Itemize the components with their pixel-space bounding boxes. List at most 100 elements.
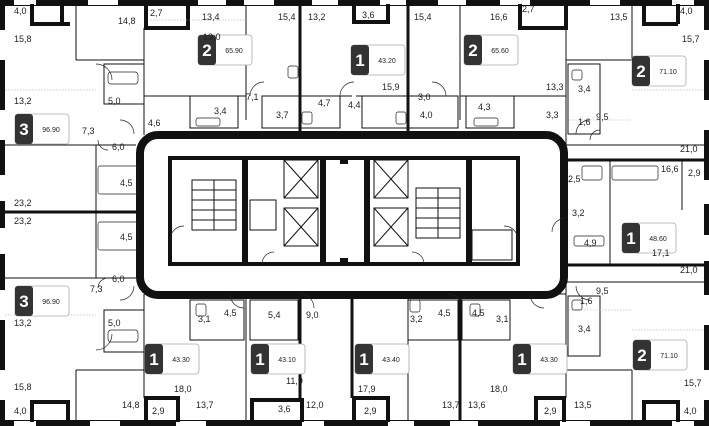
room-area-label: 7,3 — [82, 126, 95, 136]
room-area-label: 4,7 — [318, 98, 331, 108]
room-area-label: 5,0 — [108, 318, 121, 328]
room-count: 2 — [468, 41, 477, 60]
elevator-icon — [373, 207, 409, 247]
room-area-label: 3,0 — [418, 92, 431, 102]
room-area-label: 4,5 — [472, 308, 485, 318]
room-area-label: 13,0 — [203, 32, 221, 42]
room-area-label: 4,5 — [438, 308, 451, 318]
room-area-label: 21,0 — [680, 265, 698, 275]
room-area-label: 23,2 — [14, 198, 32, 208]
room-area-label: 2,9 — [152, 406, 165, 416]
unit-total-area: 48.60 — [649, 236, 667, 243]
room-area-label: 3,4 — [578, 324, 591, 334]
room-area-label: 2,5 — [568, 174, 581, 184]
room-area-label: 3,2 — [572, 208, 585, 218]
room-area-label: 3,2 — [410, 314, 423, 324]
fixtures — [95, 63, 659, 351]
room-area-label: 4,5 — [224, 308, 237, 318]
room-area-label: 7,3 — [90, 284, 103, 294]
room-area-label: 16,6 — [490, 12, 508, 22]
room-area-label: 4,5 — [120, 232, 133, 242]
room-area-label: 13,7 — [196, 400, 214, 410]
room-area-label: 16,6 — [661, 164, 679, 174]
room-area-label: 3,1 — [496, 314, 509, 324]
room-area-label: 13,6 — [468, 400, 486, 410]
room-area-label: 4,3 — [478, 102, 491, 112]
room-count-box — [15, 114, 33, 144]
room-area-label: 15,8 — [14, 382, 32, 392]
room-count-box — [15, 286, 33, 316]
room-area-label: 7,1 — [246, 92, 259, 102]
room-area-label: 15,7 — [682, 34, 700, 44]
room-area-label: 4,9 — [584, 238, 597, 248]
room-area-label: 5,0 — [108, 96, 121, 106]
room-area-label: 23,2 — [14, 216, 32, 226]
room-area-label: 4,0 — [684, 406, 697, 416]
room-count: 1 — [255, 350, 264, 369]
room-area-label: 4,0 — [14, 406, 27, 416]
room-area-label: 6,0 — [112, 274, 125, 284]
room-area-label: 17,1 — [652, 248, 670, 258]
unit-total-area: 65.60 — [491, 48, 509, 55]
room-area-label: 2,9 — [544, 406, 557, 416]
room-count-box — [351, 45, 369, 75]
room-area-label: 21,0 — [680, 144, 698, 154]
unit-total-area: 43.40 — [382, 357, 400, 364]
room-area-label: 18,0 — [174, 384, 192, 394]
room-area-label: 3,6 — [362, 10, 375, 20]
room-count: 3 — [19, 292, 28, 311]
stair-icon — [415, 187, 461, 239]
room-area-label: 2,9 — [688, 168, 701, 178]
room-area-label: 18,0 — [490, 384, 508, 394]
room-area-label: 4,0 — [14, 6, 27, 16]
room-area-label: 3,1 — [198, 314, 211, 324]
unit-total-area: 71.10 — [660, 353, 678, 360]
room-count-box — [622, 223, 640, 253]
room-area-label: 1,6 — [578, 117, 591, 127]
room-area-label: 4,4 — [348, 100, 361, 110]
room-area-label: 4,0 — [680, 6, 693, 16]
room-area-label: 13,5 — [574, 400, 592, 410]
room-count: 1 — [626, 229, 635, 248]
room-area-label: 3,7 — [276, 110, 289, 120]
room-area-label: 4,6 — [148, 118, 161, 128]
room-count: 2 — [636, 62, 645, 81]
room-area-label: 9,0 — [306, 310, 319, 320]
room-area-label: 15,4 — [278, 12, 296, 22]
room-area-label: 15,9 — [382, 82, 400, 92]
unit-total-area: 96.90 — [42, 299, 60, 306]
unit-total-area: 65.90 — [225, 48, 243, 55]
room-area-label: 3,6 — [278, 404, 291, 414]
room-area-label: 1,6 — [580, 296, 593, 306]
room-count-box — [251, 344, 269, 374]
room-area-label: 3,3 — [546, 110, 559, 120]
unit-total-area: 43.30 — [540, 357, 558, 364]
room-area-label: 17,9 — [358, 384, 376, 394]
stair-icon — [191, 179, 237, 231]
room-area-label: 4,5 — [120, 178, 133, 188]
room-area-label: 4,0 — [420, 110, 433, 120]
room-area-label: 11,9 — [286, 376, 303, 386]
room-count: 1 — [517, 350, 526, 369]
room-count-box — [145, 344, 163, 374]
room-area-label: 15,8 — [14, 34, 32, 44]
room-count-box — [198, 35, 216, 65]
room-area-label: 13,2 — [14, 318, 32, 328]
unit-total-area: 96.90 — [42, 127, 60, 134]
room-count: 1 — [149, 350, 158, 369]
elevator-icon — [373, 159, 409, 199]
